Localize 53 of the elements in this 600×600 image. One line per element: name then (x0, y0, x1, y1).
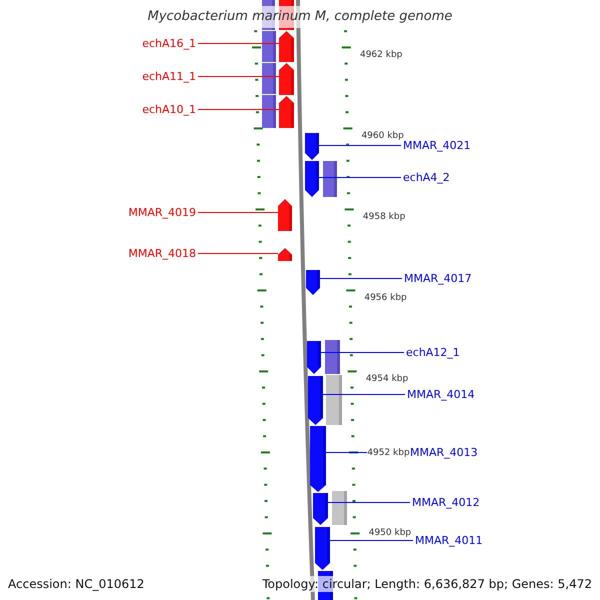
scale-label: 4962 kbp (360, 50, 402, 61)
feature-block (262, 95, 276, 128)
gene-feature (305, 161, 319, 197)
gene-label: MMAR_4014 (407, 388, 475, 401)
gene-label: MMAR_4017 (404, 272, 472, 285)
gene-feature (278, 199, 292, 231)
footer-text: Accession: NC_010612 (8, 576, 144, 592)
scale-label: 4956 kbp (364, 293, 407, 304)
gene-feature (307, 341, 321, 374)
gene-feature (279, 63, 294, 95)
gene-label: MMAR_4011 (415, 534, 483, 547)
gene-feature (315, 527, 330, 570)
gene-feature (279, 96, 294, 128)
leader-line (318, 177, 402, 178)
feature-block (332, 491, 347, 525)
gene-label: MMAR_4018 (128, 247, 196, 260)
gene-feature (305, 133, 319, 160)
gene-feature (279, 31, 294, 62)
gene-label: echA12_1 (406, 346, 460, 359)
leader-line (330, 540, 414, 541)
leader-line (198, 253, 278, 254)
gene-feature (308, 376, 323, 425)
leader-line (318, 145, 402, 146)
leader-line (320, 352, 404, 353)
gene-label: MMAR_4021 (403, 139, 471, 152)
gene-label: echA10_1 (142, 103, 196, 116)
gene-label: echA11_1 (142, 70, 196, 83)
feature-block (262, 63, 276, 94)
gene-label: echA16_1 (142, 37, 196, 50)
gene-label: MMAR_4019 (128, 206, 196, 219)
gene-feature (278, 248, 292, 261)
leader-line (198, 109, 280, 110)
leader-line (320, 278, 402, 279)
leader-line (198, 212, 278, 213)
leader-line (328, 502, 410, 503)
leader-line (198, 43, 280, 44)
scale-label: 4958 kbp (362, 212, 406, 223)
scale-label: 4954 kbp (366, 374, 408, 385)
leader-line (322, 394, 406, 395)
scale-label: 4960 kbp (361, 131, 404, 142)
gene-feature (313, 493, 328, 525)
gene-label: echA4_2 (403, 171, 450, 184)
footer-text: Topology: circular; Length: 6,636,827 bp; Genes: 5,472 (262, 576, 592, 592)
gene-label: MMAR_4012 (412, 496, 480, 509)
scale-label: 4950 kbp (368, 528, 412, 539)
feature-block (262, 31, 276, 62)
gene-feature (306, 270, 320, 295)
feature-block (323, 161, 337, 197)
feature-block (326, 375, 342, 425)
feature-block (325, 340, 340, 374)
scale-label: 4952 kbp (367, 448, 410, 459)
gene-label: MMAR_4013 (410, 446, 478, 459)
leader-line (198, 76, 280, 77)
